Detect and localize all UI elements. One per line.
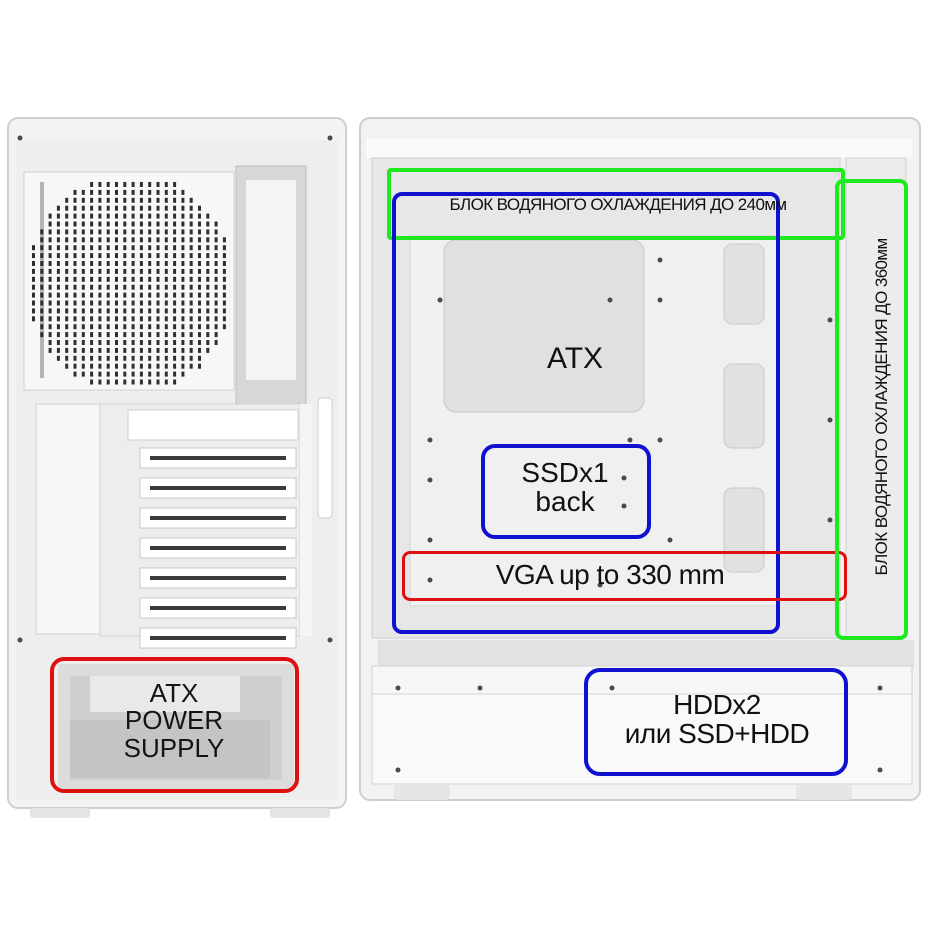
atx-psu-line-3: SUPPLY — [123, 732, 225, 763]
atx-psu-label: ATX POWER SUPPLY — [94, 678, 254, 763]
top-radiator-label: БЛОК ВОДЯНОГО ОХЛАЖДЕНИЯ ДО 240мм — [449, 195, 787, 214]
vga-outline — [402, 551, 847, 601]
hdd-label: HDDx2 или SSD+HDD — [590, 690, 844, 749]
motherboard-outline — [392, 192, 780, 634]
top-radiator-outline — [387, 168, 845, 240]
ssd-back-label: SSDx1 back — [490, 458, 640, 517]
hdd-outline — [584, 668, 848, 776]
psu-bay-outline — [50, 657, 299, 793]
atx-psu-line-2: POWER — [124, 705, 224, 736]
hdd-line-1: HDDx2 — [673, 689, 761, 720]
ssd-back-line-1: SSDx1 — [521, 457, 609, 488]
case-back-view — [7, 117, 347, 818]
ssd-back-outline — [481, 444, 651, 539]
vga-label: VGA up to 330 mm — [495, 559, 725, 590]
hdd-line-2: или SSD+HDD — [624, 718, 810, 750]
atx-label: ATX — [546, 342, 604, 375]
ssd-back-line-2: back — [535, 486, 595, 518]
front-radiator-outline — [835, 179, 908, 640]
atx-psu-line-1: ATX — [149, 678, 199, 708]
front-radiator-label: БЛОК ВОДЯНОГО ОХЛАЖДЕНИЯ ДО 360мм — [872, 238, 892, 576]
